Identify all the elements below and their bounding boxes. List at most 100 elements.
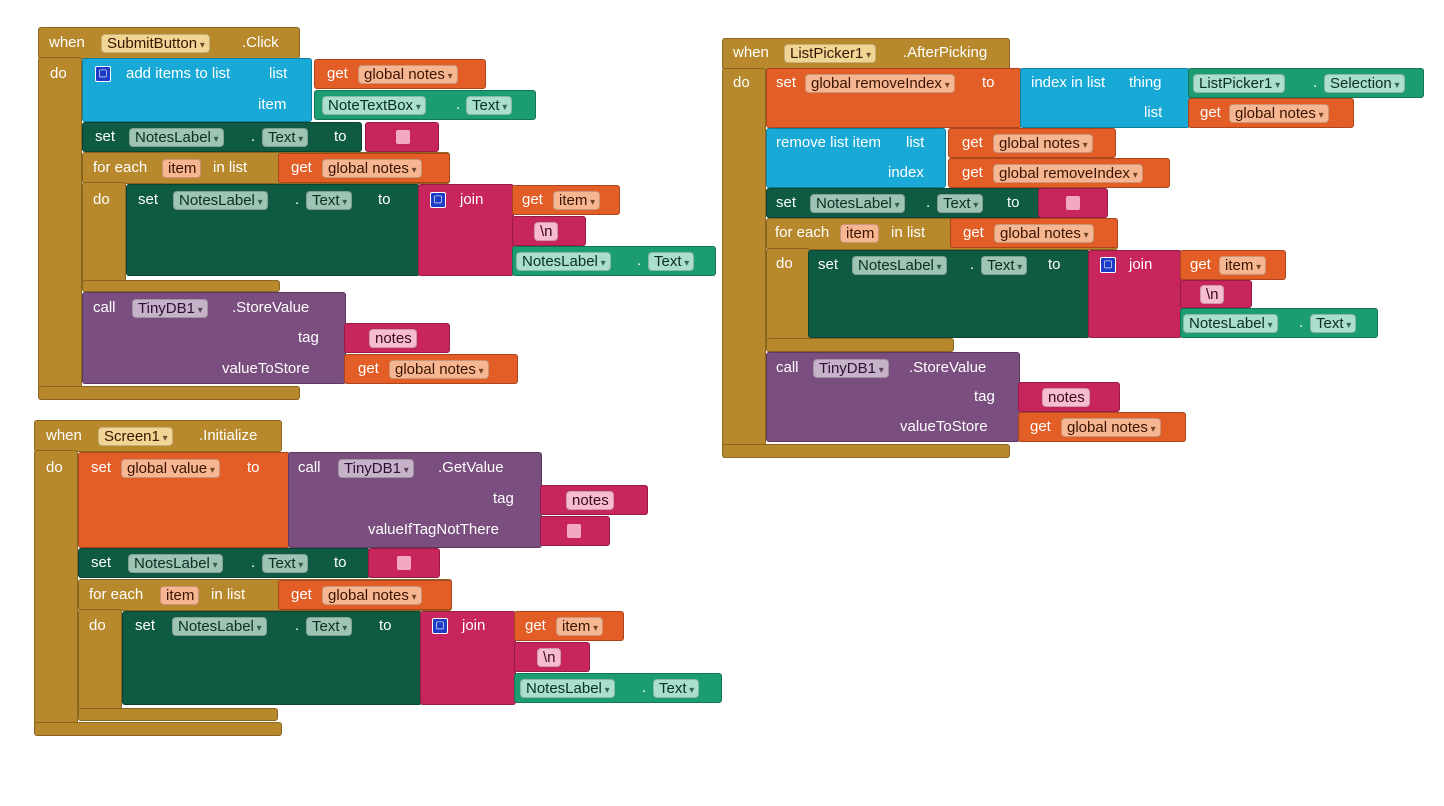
component-dropdown[interactable]: Screen1 — [98, 427, 173, 446]
variable-dropdown[interactable]: global notes — [358, 65, 458, 84]
to-label: to — [378, 191, 391, 208]
text-value[interactable]: notes — [566, 491, 614, 510]
set-label: set — [776, 74, 797, 91]
tinydb-storevalue-block[interactable] — [766, 352, 1020, 442]
variable-dropdown[interactable]: global removeIndex — [805, 74, 955, 93]
event-spine — [38, 57, 82, 399]
component-dropdown[interactable]: NotesLabel — [810, 194, 905, 213]
empty-string-icon — [567, 524, 581, 538]
set-label: set — [818, 256, 839, 273]
event-footer — [34, 722, 282, 736]
dot-label: . — [1313, 74, 1318, 91]
tag-label: tag — [298, 329, 319, 346]
variable-dropdown[interactable]: global value — [121, 459, 220, 478]
component-dropdown[interactable]: TinyDB1 — [132, 299, 208, 318]
remove-list-item-block[interactable] — [766, 128, 946, 188]
loop-variable[interactable]: item — [160, 586, 200, 605]
component-dropdown[interactable]: NotesLabel — [172, 617, 267, 636]
get-label: get — [291, 159, 312, 176]
variable-dropdown[interactable]: global removeIndex — [993, 164, 1143, 183]
set-label: set — [91, 459, 112, 476]
list-socket-label: list — [269, 65, 288, 82]
component-dropdown[interactable]: SubmitButton — [101, 34, 210, 53]
component-dropdown[interactable]: ListPicker1 — [784, 44, 877, 63]
component-dropdown[interactable]: NotesLabel — [173, 191, 268, 210]
property-dropdown[interactable]: Text — [306, 191, 353, 210]
call-label: call — [776, 359, 799, 376]
variable-dropdown[interactable]: global notes — [1061, 418, 1161, 437]
loop-variable[interactable]: item — [840, 224, 880, 243]
property-dropdown[interactable]: Selection — [1324, 74, 1405, 93]
loop-variable[interactable]: item — [162, 159, 202, 178]
property-dropdown[interactable]: Text — [981, 256, 1028, 275]
empty-string-icon — [396, 130, 410, 144]
variable-dropdown[interactable]: global notes — [994, 224, 1094, 243]
dot-label: . — [295, 191, 300, 208]
variable-dropdown[interactable]: item — [1219, 256, 1267, 275]
text-value[interactable]: \n — [1200, 285, 1224, 304]
variable-dropdown[interactable]: item — [553, 191, 601, 210]
index-in-list-block[interactable] — [1020, 68, 1190, 128]
remove-list-item-label: remove list item — [776, 134, 882, 151]
component-dropdown[interactable]: NotesLabel — [1183, 314, 1278, 333]
dot-label: . — [456, 96, 461, 113]
mutator-icon[interactable]: ▢ — [432, 618, 448, 634]
to-label: to — [1048, 256, 1061, 273]
variable-dropdown[interactable]: global notes — [389, 360, 489, 379]
mutator-icon[interactable]: ▢ — [430, 192, 446, 208]
dot-label: . — [642, 679, 647, 696]
text-value[interactable]: \n — [537, 648, 561, 667]
set-noteslabel-text-block[interactable] — [766, 188, 1044, 218]
dot-label: . — [1299, 314, 1304, 331]
get-label: get — [291, 586, 312, 603]
component-dropdown[interactable]: NotesLabel — [129, 128, 224, 147]
property-dropdown[interactable]: Text — [648, 252, 695, 271]
text-value[interactable]: notes — [369, 329, 417, 348]
get-label: get — [525, 617, 546, 634]
in-list-label: in list — [213, 159, 248, 176]
empty-string-icon — [397, 556, 411, 570]
valuetostore-label: valueToStore — [900, 418, 988, 435]
component-dropdown[interactable]: NotesLabel — [128, 554, 223, 573]
to-label: to — [334, 554, 347, 571]
event-footer — [38, 386, 300, 400]
component-dropdown[interactable]: NotesLabel — [852, 256, 947, 275]
for-each-spine — [766, 248, 810, 352]
event-spine — [34, 450, 78, 735]
property-dropdown[interactable]: Text — [1310, 314, 1357, 333]
component-dropdown[interactable]: NotesLabel — [520, 679, 615, 698]
variable-dropdown[interactable]: global notes — [1229, 104, 1329, 123]
component-dropdown[interactable]: NotesLabel — [516, 252, 611, 271]
set-noteslabel-text-block[interactable] — [78, 548, 370, 578]
text-value[interactable]: notes — [1042, 388, 1090, 407]
property-dropdown[interactable]: Text — [937, 194, 984, 213]
variable-dropdown[interactable]: global notes — [322, 159, 422, 178]
for-each-label: for each — [89, 586, 144, 603]
property-dropdown[interactable]: Text — [306, 617, 353, 636]
set-label: set — [138, 191, 159, 208]
set-noteslabel-text-block[interactable] — [126, 184, 420, 276]
add-items-to-list-block[interactable] — [82, 58, 312, 122]
method-name: .StoreValue — [232, 299, 310, 316]
text-value[interactable]: \n — [534, 222, 558, 241]
variable-dropdown[interactable]: global notes — [993, 134, 1093, 153]
event-footer — [722, 444, 1010, 458]
mutator-icon[interactable]: ▢ — [1100, 257, 1116, 273]
property-dropdown[interactable]: Text — [653, 679, 700, 698]
variable-dropdown[interactable]: global notes — [322, 586, 422, 605]
get-label: get — [327, 65, 348, 82]
property-dropdown[interactable]: Text — [466, 96, 513, 115]
component-dropdown[interactable]: TinyDB1 — [813, 359, 889, 378]
set-noteslabel-text-block[interactable] — [122, 611, 422, 705]
property-dropdown[interactable]: Text — [262, 128, 309, 147]
empty-string-icon — [1066, 196, 1080, 210]
component-dropdown[interactable]: ListPicker1 — [1193, 74, 1286, 93]
do-label: do — [93, 191, 110, 208]
property-dropdown[interactable]: Text — [262, 554, 309, 573]
mutator-icon[interactable]: ▢ — [95, 66, 111, 82]
variable-dropdown[interactable]: item — [556, 617, 604, 636]
component-dropdown[interactable]: NoteTextBox — [322, 96, 426, 115]
dot-label: . — [970, 256, 975, 273]
empty-text-block[interactable] — [365, 122, 439, 152]
component-dropdown[interactable]: TinyDB1 — [338, 459, 414, 478]
